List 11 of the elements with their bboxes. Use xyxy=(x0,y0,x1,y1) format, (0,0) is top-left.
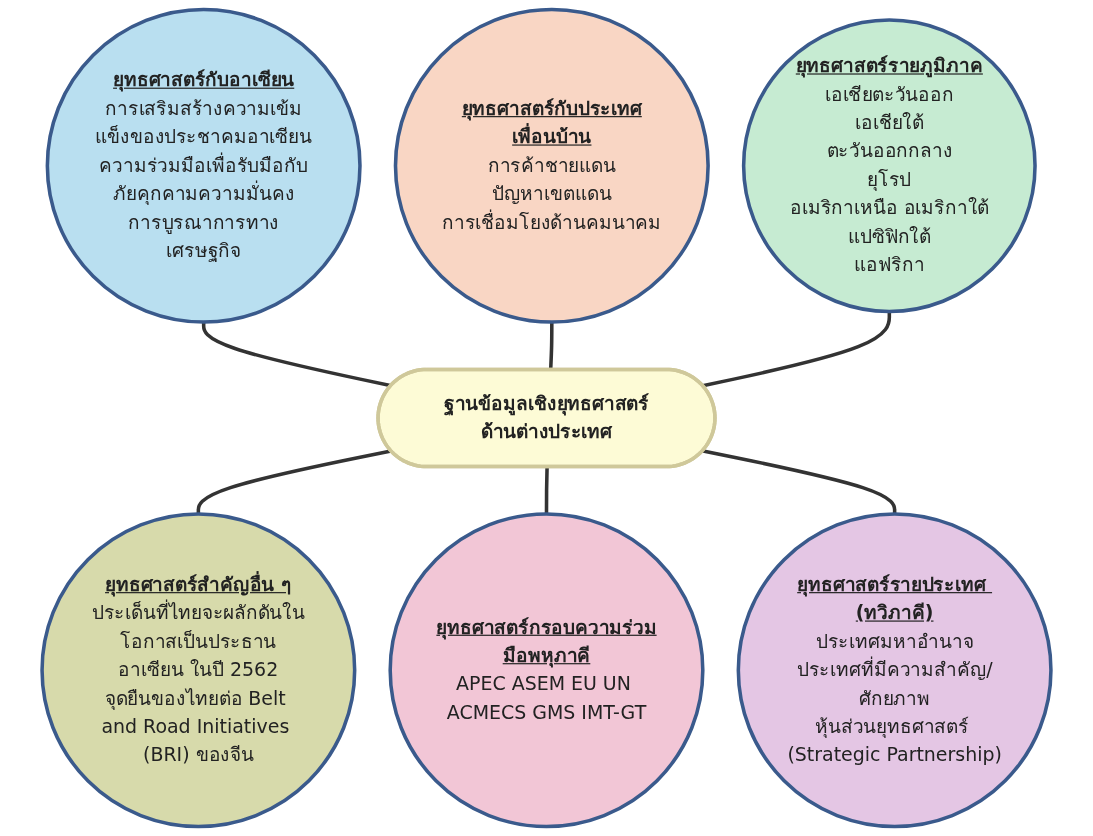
connector xyxy=(702,311,892,388)
node-circle: ยุทธศาสตร์สำคัญอื่น ๆ ประเด็นที่ไทยจะผลักดันในโอกาสเป็นประธานอาเซียน ในปี 2562 จุดยืนของไทยต่อ Belt and Road Initiatives (BRI) ของจีน xyxy=(40,512,357,829)
connector xyxy=(544,467,549,514)
node-circle: ยุทธศาสตร์รายภูมิภาค เอเชียตะวันออก เอเชียใต้ ตะวันออกกลาง ยุโรป อเมริกาเหนือ อเมริกาใต้ แปซิฟิกใต้ แอฟริกา xyxy=(741,18,1037,314)
node-circle: ยุทธศาสตร์กรอบความร่วมมือพหุภาคี APEC ASEM EU UN ACMECS GMS IMT-GT xyxy=(388,512,705,829)
node-circle: ยุทธศาสตร์กับประเทศเพื่อนบ้าน การค้าชายแดน ปัญหาเขตแดน การเชื่อมโยงด้านคมนาคม xyxy=(393,7,710,324)
connector xyxy=(201,322,392,388)
node-circle: ยุทธศาสตร์รายประเทศ (ทวิภาคี) ประเทศมหาอำนาจ ประเทศที่มีความสำคัญ/ศักยภาพ หุ้นส่วนยุทธศาสตร์ (Strategic Partnership) xyxy=(736,512,1053,829)
node-circle: ยุทธศาสตร์กับอาเซียน การเสริมสร้างความเข้มแข็งของประชาคมอาเซียน ความร่วมมือเพื่อรับมือกับภัยคุกคามความมั่นคง การบูรณาการทางเศรษฐกิจ xyxy=(45,7,362,324)
connector xyxy=(196,449,392,514)
connector xyxy=(702,449,897,514)
